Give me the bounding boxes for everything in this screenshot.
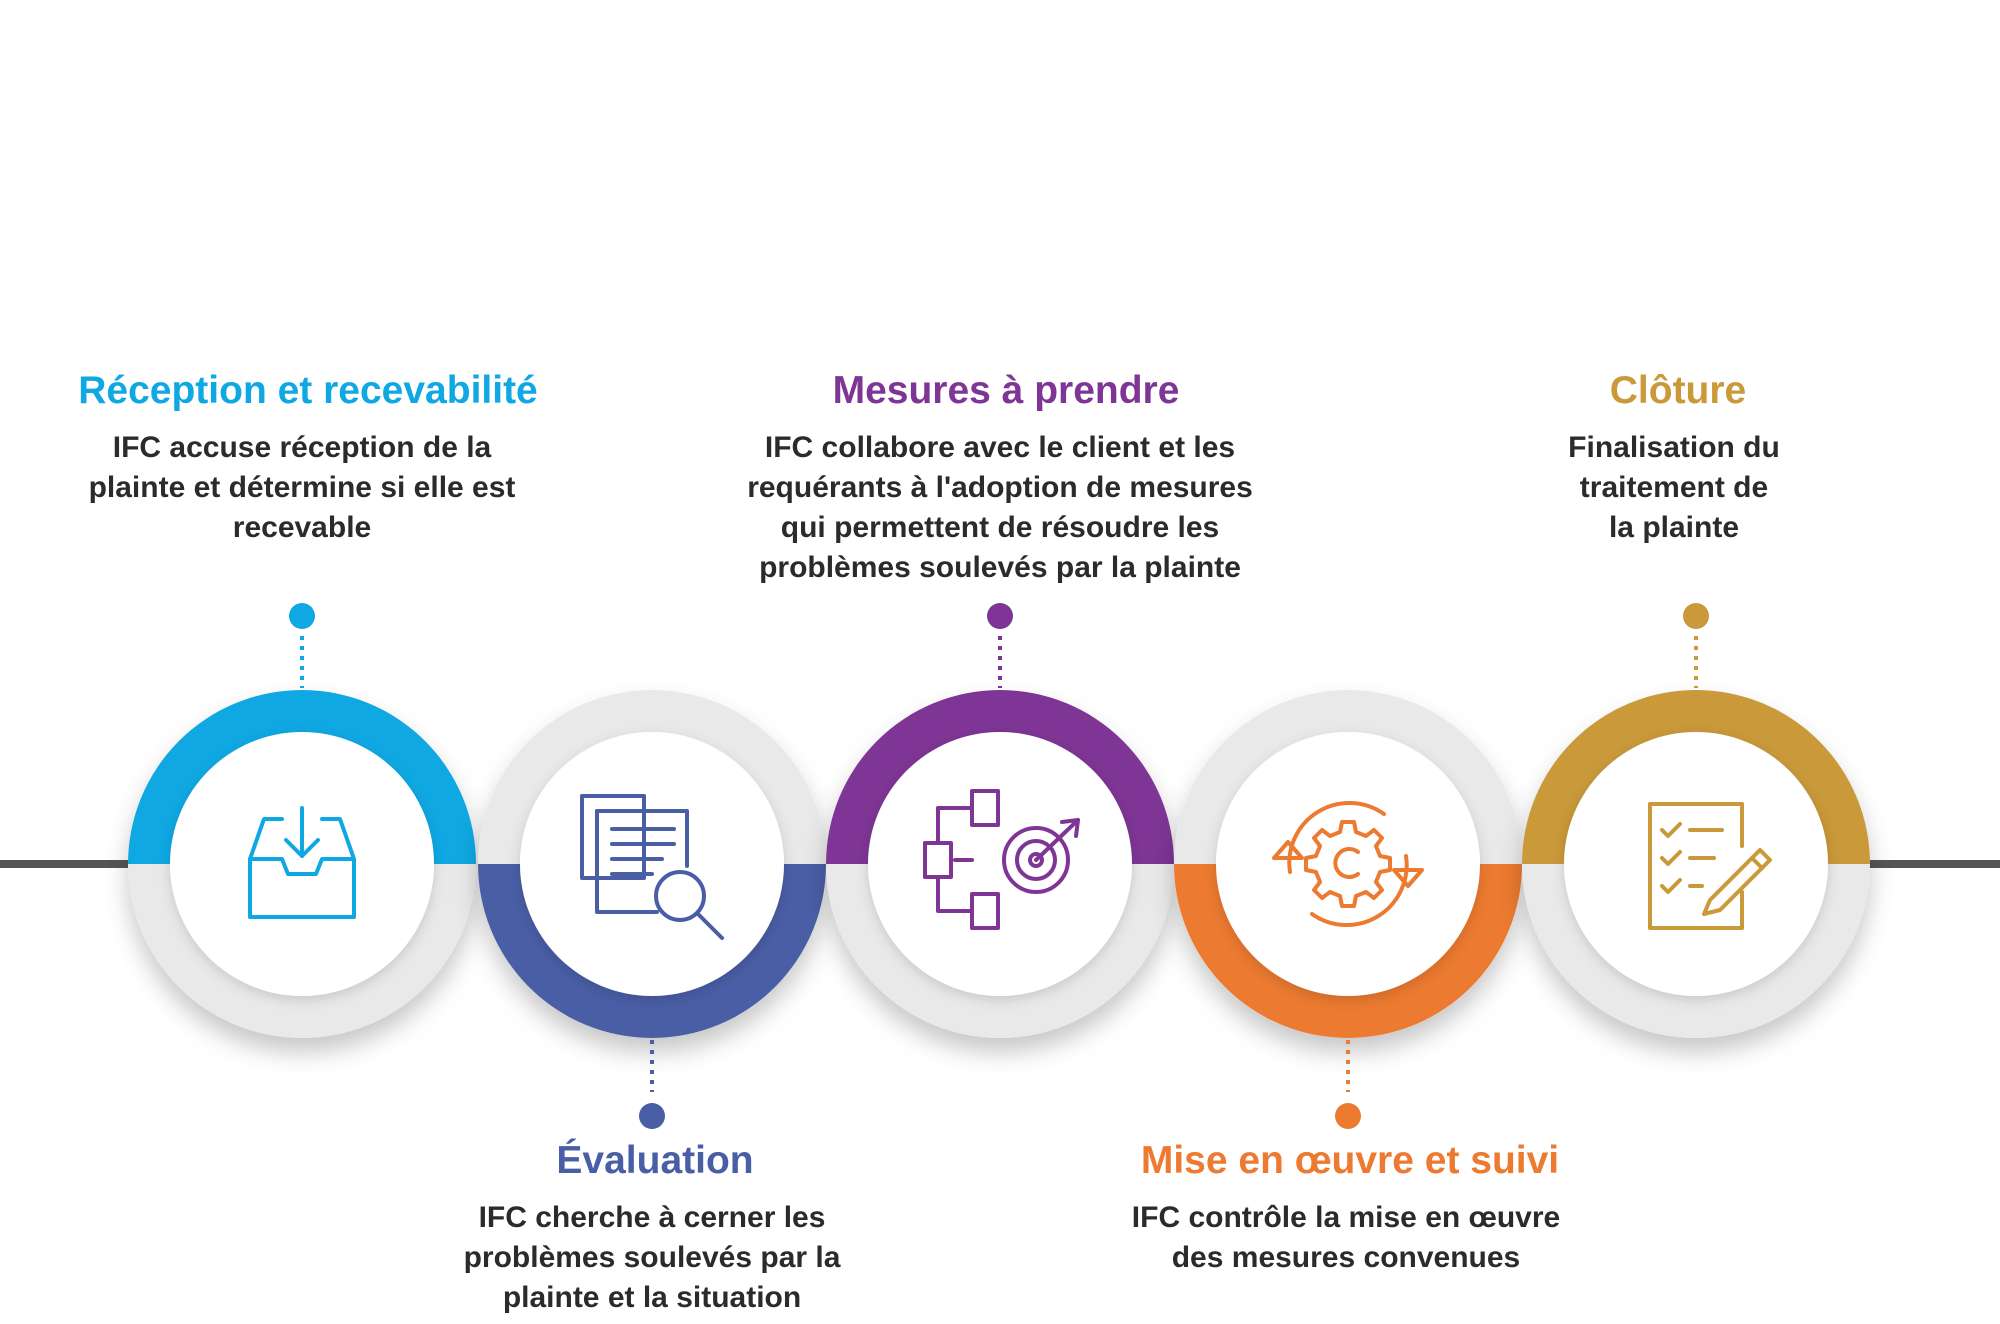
stage-description: IFC contrôle la mise en œuvre des mesure… — [1132, 1198, 1560, 1278]
stage-1 — [128, 603, 476, 1038]
description-line: qui permettent de résoudre les — [780, 511, 1220, 544]
stage-dot — [1683, 603, 1709, 629]
inbox-download-icon — [248, 806, 356, 919]
description-line: problèmes soulevés par la plainte — [759, 551, 1241, 584]
stage-dot — [639, 1103, 665, 1129]
stage-dot — [987, 603, 1013, 629]
checklist-pencil-icon — [1648, 802, 1772, 930]
stage-title: Mise en œuvre et suivi — [1140, 1139, 1560, 1182]
description-line: IFC cherche à cerner les — [478, 1201, 826, 1234]
stage-inner-circle — [1216, 732, 1480, 996]
description-line: IFC collabore avec le client et les — [764, 431, 1236, 464]
stage-inner-circle — [868, 732, 1132, 996]
stage-3 — [826, 603, 1174, 1038]
stage-description: IFC collabore avec le client et les requ… — [747, 428, 1253, 588]
stage-title: Évaluation — [556, 1139, 754, 1182]
documents-target-icon — [923, 789, 1080, 930]
stage-inner-circle — [1564, 732, 1828, 996]
description-line: recevable — [232, 511, 372, 544]
description-line: IFC contrôle la mise en œuvre — [1131, 1201, 1561, 1234]
stage-description: IFC accuse réception de la plainte et dé… — [89, 428, 516, 548]
stage-description: IFC cherche à cerner les problèmes soule… — [464, 1198, 841, 1318]
description-line: des mesures convenues — [1171, 1241, 1521, 1274]
description-line: plainte et la situation — [502, 1281, 802, 1314]
stage-title: Réception et recevabilité — [78, 369, 538, 412]
description-line: la plainte — [1608, 511, 1740, 544]
stage-title: Clôture — [1609, 369, 1747, 412]
stage-inner-circle — [520, 732, 784, 996]
description-line: Finalisation du — [1568, 431, 1780, 464]
stage-2 — [478, 690, 826, 1129]
stage-4 — [1174, 690, 1522, 1129]
stage-dot — [289, 603, 315, 629]
gear-cycle-icon — [1272, 800, 1424, 928]
description-line: problèmes soulevés par la — [463, 1241, 841, 1274]
description-line: requérants à l'adoption de mesures — [747, 471, 1253, 504]
stage-dot — [1335, 1103, 1361, 1129]
description-line: IFC accuse réception de la — [112, 431, 492, 464]
description-line: plainte et détermine si elle est — [88, 471, 516, 504]
stage-5 — [1522, 603, 1870, 1038]
stage-inner-circle — [170, 732, 434, 996]
stage-title: Mesures à prendre — [832, 369, 1180, 412]
stage-description: Finalisation du traitement de la plainte — [1568, 428, 1780, 548]
description-line: traitement de — [1579, 471, 1769, 504]
documents-magnifier-icon — [580, 794, 724, 940]
